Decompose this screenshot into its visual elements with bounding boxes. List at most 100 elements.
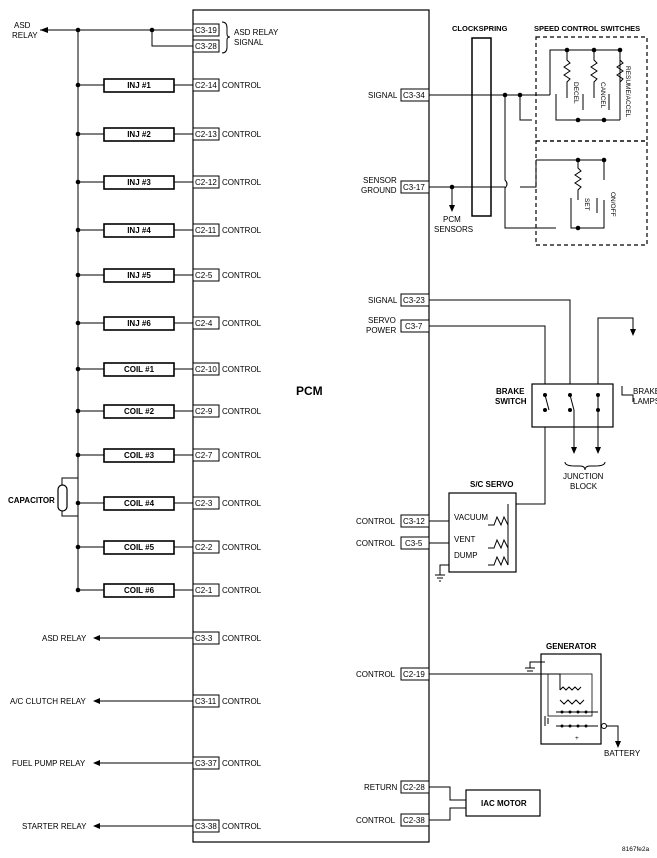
relay-label: A/C CLUTCH RELAY	[10, 697, 87, 706]
svg-text:CONTROL: CONTROL	[356, 539, 396, 548]
svg-text:SWITCH: SWITCH	[495, 397, 527, 406]
svg-text:VENT: VENT	[454, 535, 475, 544]
load-control-label: CONTROL	[222, 319, 262, 328]
svg-text:CONTROL: CONTROL	[356, 517, 396, 526]
load-inj-4: INJ #4 C2-11 CONTROL	[75, 223, 262, 238]
load-pin: C2-10	[195, 365, 217, 374]
svg-text:C3-17: C3-17	[403, 183, 425, 192]
load-coil-3: COIL #3 C2-7 CONTROL	[75, 448, 262, 463]
svg-text:C3-23: C3-23	[403, 296, 425, 305]
load-control-label: CONTROL	[222, 226, 262, 235]
load-control-label: CONTROL	[222, 451, 262, 460]
load-label: COIL #6	[124, 586, 155, 595]
svg-text:BRAKE: BRAKE	[633, 387, 657, 396]
svg-text:+: +	[575, 735, 579, 742]
relay-control-label: CONTROL	[222, 822, 262, 831]
load-label: INJ #2	[127, 130, 151, 139]
relay-pin: C3-11	[195, 697, 217, 706]
svg-text:ON/OFF: ON/OFF	[609, 192, 616, 217]
svg-text:BATTERY: BATTERY	[604, 749, 641, 758]
load-pin: C2-1	[195, 586, 213, 595]
asd-relay-supply-label-line1: ASD	[14, 21, 31, 30]
capacitor: CAPACITOR	[8, 477, 78, 517]
svg-text:SIGNAL: SIGNAL	[368, 296, 398, 305]
right-pin-control-c3-5: CONTROL C3-5	[356, 536, 430, 550]
svg-text:DECEL: DECEL	[572, 82, 579, 104]
speed-control-switches: SPEED CONTROL SWITCHES DECEL CANCEL RESU…	[534, 24, 648, 246]
relay-label: STARTER RELAY	[22, 822, 87, 831]
load-pin: C2-14	[195, 81, 217, 90]
asd-relay-signal-pins: C3-19 C3-28 ASD RELAY SIGNAL	[192, 21, 279, 54]
load-pin: C2-4	[195, 319, 213, 328]
load-label: COIL #4	[124, 499, 155, 508]
svg-text:BLOCK: BLOCK	[570, 482, 598, 491]
capacitor-label: CAPACITOR	[8, 496, 55, 505]
load-pin: C2-2	[195, 543, 213, 552]
svg-text:SERVO: SERVO	[368, 316, 396, 325]
right-pin-control-c2-38: CONTROL C2-38	[356, 813, 430, 827]
sc-servo: S/C SERVO VACUUM VENT DUMP	[429, 480, 517, 582]
load-control-label: CONTROL	[222, 407, 262, 416]
svg-text:C3-12: C3-12	[403, 517, 425, 526]
svg-text:RETURN: RETURN	[364, 783, 398, 792]
svg-text:IAC MOTOR: IAC MOTOR	[481, 799, 527, 808]
figure-id: 8167fe2a	[622, 846, 649, 853]
asd-relay-signal-label-line1: ASD RELAY	[234, 28, 279, 37]
load-control-label: CONTROL	[222, 130, 262, 139]
right-pin-return-c2-28: RETURN C2-28	[364, 780, 430, 794]
pcm-sensors: PCM SENSORS	[429, 184, 505, 234]
clockspring: CLOCKSPRING	[452, 24, 508, 217]
svg-text:SENSORS: SENSORS	[434, 225, 473, 234]
load-label: COIL #3	[124, 451, 155, 460]
pin-c3-28: C3-28	[195, 42, 217, 51]
load-label: INJ #6	[127, 319, 151, 328]
load-pin: C2-5	[195, 271, 213, 280]
load-pin: C2-3	[195, 499, 213, 508]
svg-text:GROUND: GROUND	[361, 186, 397, 195]
load-control-label: CONTROL	[222, 271, 262, 280]
svg-text:VACUUM: VACUUM	[454, 513, 488, 522]
relay-pin: C3-37	[195, 759, 217, 768]
iac-motor: IAC MOTOR	[429, 786, 541, 821]
load-label: COIL #5	[124, 543, 155, 552]
svg-text:C2-28: C2-28	[403, 783, 425, 792]
asd-relay-supply-label-line2: RELAY	[12, 31, 38, 40]
pcm-label: PCM	[296, 384, 323, 398]
svg-text:DUMP: DUMP	[454, 551, 478, 560]
capacitor-symbol	[57, 484, 68, 512]
load-label: INJ #4	[127, 226, 151, 235]
svg-text:C3-5: C3-5	[405, 539, 423, 548]
svg-text:SENSOR: SENSOR	[363, 176, 397, 185]
load-pin: C2-7	[195, 451, 213, 460]
load-label: COIL #1	[124, 365, 155, 374]
svg-text:SPEED CONTROL SWITCHES: SPEED CONTROL SWITCHES	[534, 24, 640, 33]
svg-text:C2-19: C2-19	[403, 670, 425, 679]
pin-c3-19: C3-19	[195, 26, 217, 35]
load-pin: C2-11	[195, 226, 217, 235]
load-control-label: CONTROL	[222, 586, 262, 595]
load-label: COIL #2	[124, 407, 155, 416]
svg-text:RESUME/ACCEL: RESUME/ACCEL	[624, 66, 631, 118]
load-coil-4: COIL #4 C2-3 CONTROL	[75, 496, 262, 511]
svg-text:CANCEL: CANCEL	[599, 82, 606, 109]
load-control-label: CONTROL	[222, 499, 262, 508]
svg-text:CONTROL: CONTROL	[356, 816, 396, 825]
right-pin-control-c2-19: CONTROL C2-19	[356, 667, 430, 681]
svg-text:CONTROL: CONTROL	[356, 670, 396, 679]
svg-text:POWER: POWER	[366, 326, 396, 335]
load-label: INJ #3	[127, 178, 151, 187]
load-coil-6: COIL #6 C2-1 CONTROL	[75, 583, 262, 598]
svg-text:LAMPS: LAMPS	[633, 397, 657, 406]
right-pin-control-c3-12: CONTROL C3-12	[356, 514, 430, 528]
brake-switch: BRAKE LAMPS BRAKE SWITCH JUNCTION BLOCK	[429, 299, 657, 505]
load-label: INJ #1	[127, 81, 151, 90]
relay-pin: C3-3	[195, 634, 213, 643]
